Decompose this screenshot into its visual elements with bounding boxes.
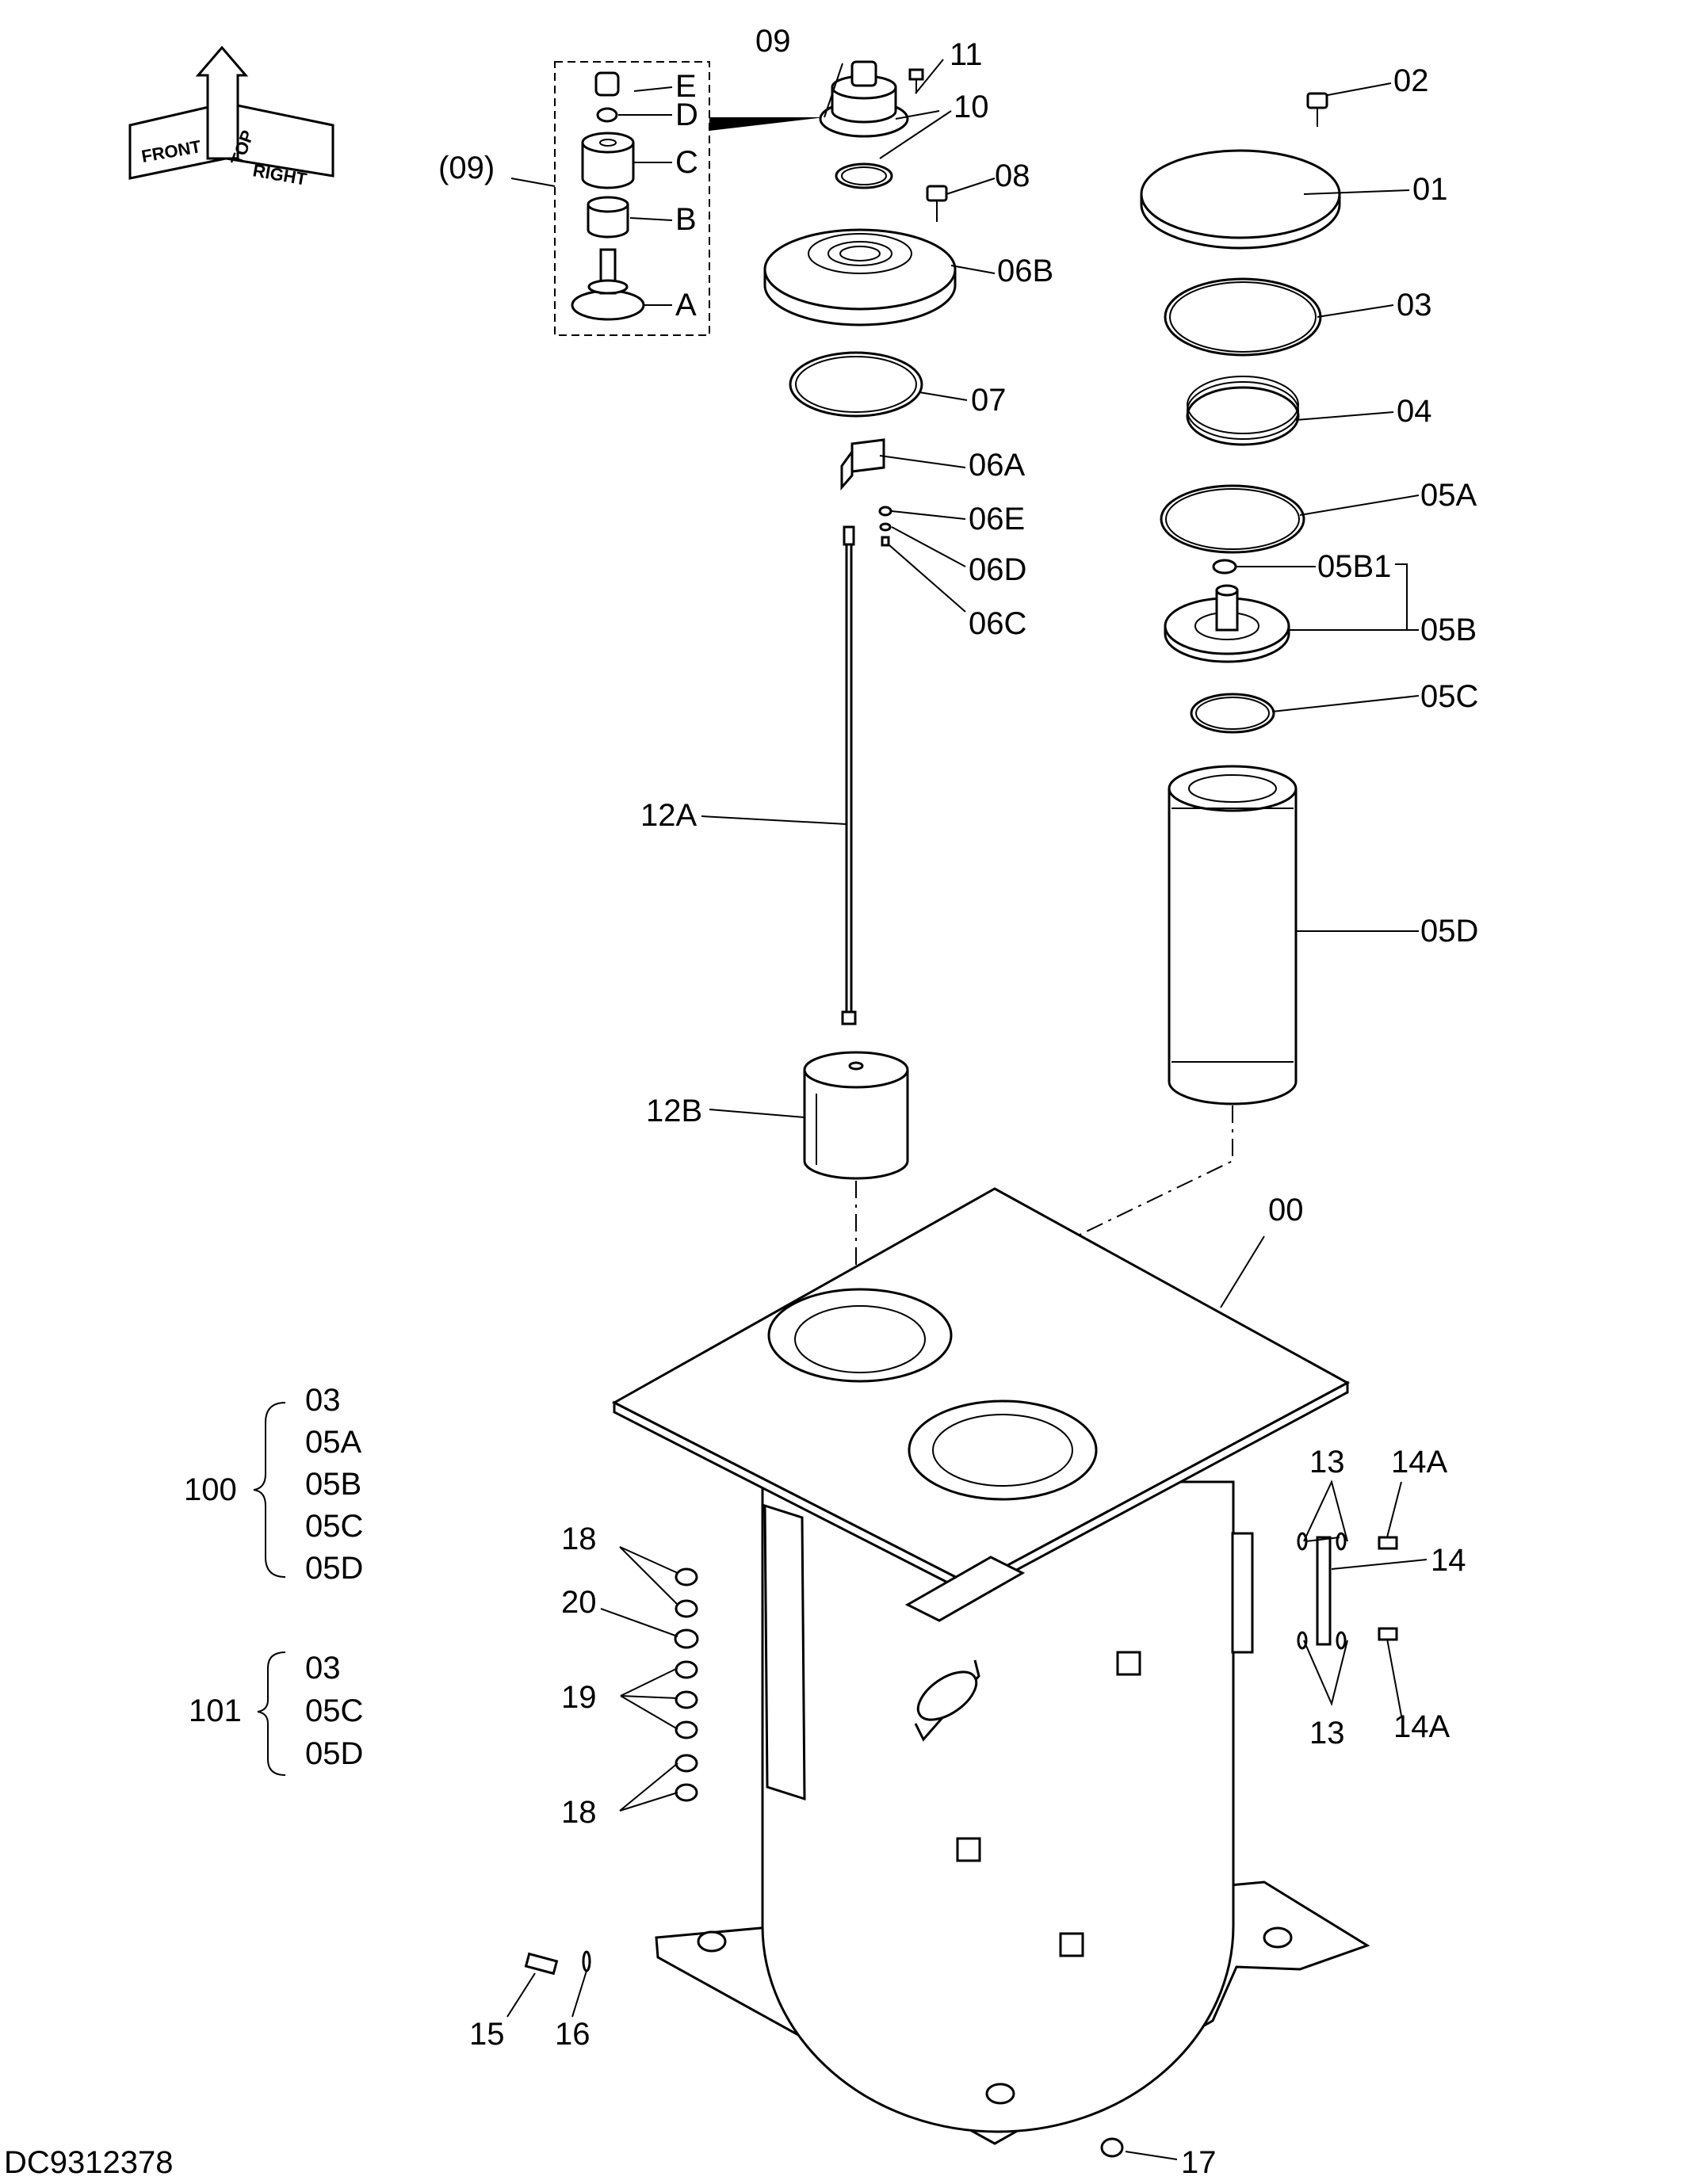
- kit-100-part-3: 05B: [305, 1467, 361, 1502]
- part-16-o-ring: [582, 1950, 591, 1972]
- part-d-nut: [596, 107, 618, 123]
- orientation-indicator: FRONT TOP RIGHT: [128, 45, 334, 189]
- callout-15: 15: [469, 2017, 505, 2052]
- part-05B1-o-ring: [1212, 559, 1237, 575]
- kit-101-part-1: 03: [305, 1651, 341, 1686]
- callout-06E: 06E: [969, 502, 1025, 536]
- part-05D-filter-element: [1168, 765, 1298, 1105]
- callout-05D: 05D: [1420, 914, 1478, 949]
- callout-10: 10: [954, 90, 989, 124]
- part-00-tank-body: [611, 1187, 1370, 2145]
- callout-00: 00: [1268, 1193, 1304, 1228]
- part-14A-bolt-upper: [1378, 1536, 1398, 1550]
- kit-100-id: 100: [184, 1472, 237, 1507]
- part-06A-bracket: [840, 438, 885, 491]
- callout-07: 07: [971, 383, 1007, 418]
- callout-12A: 12A: [640, 798, 697, 833]
- part-06D-washer: [879, 522, 892, 532]
- callout-08: 08: [995, 158, 1030, 193]
- callout-05B: 05B: [1420, 613, 1477, 647]
- callout-11: 11: [950, 37, 983, 72]
- kit-100-part-1: 03: [305, 1383, 341, 1418]
- callout-13-lower: 13: [1309, 1716, 1345, 1751]
- callout-01: 01: [1412, 172, 1448, 207]
- part-14A-bolt-lower: [1378, 1627, 1398, 1641]
- assembly-part-c-label: C: [675, 145, 698, 180]
- callout-18-lower: 18: [561, 1795, 597, 1830]
- part-c-bushing: [581, 143, 635, 189]
- part-01-tank-cover: [1140, 149, 1341, 250]
- assembly-part-b-label: B: [675, 202, 697, 237]
- part-05B-valve: [1164, 584, 1290, 663]
- drawing-id: DC9312378: [4, 2145, 174, 2180]
- kit-101-part-2: 05C: [305, 1693, 363, 1728]
- part-e-cap: [594, 71, 620, 97]
- callout-06C: 06C: [969, 606, 1026, 641]
- leader-lines: [506, 82, 1428, 2160]
- callout-02: 02: [1393, 63, 1429, 98]
- callout-14: 14: [1431, 1543, 1466, 1578]
- callout-05B1: 05B1: [1317, 549, 1391, 584]
- part-11-screw: [908, 68, 924, 94]
- callout-16: 16: [555, 2017, 591, 2052]
- callout-06A: 06A: [969, 448, 1025, 483]
- callout-19: 19: [561, 1680, 597, 1715]
- callout-13-upper: 13: [1309, 1445, 1345, 1480]
- part-10-o-ring: [835, 162, 893, 189]
- kit-100-legend: 100 03 05A 05B 05C 05D: [184, 1383, 363, 1586]
- part-12A-level-rod: [841, 525, 857, 1025]
- assembly-09-box: [554, 61, 710, 336]
- part-03-o-ring: [1164, 277, 1322, 357]
- part-18-plugs: [675, 1567, 698, 1802]
- part-06E-washer: [878, 506, 892, 517]
- part-19-fittings: [675, 1660, 698, 1739]
- callout-18-upper: 18: [561, 1522, 597, 1556]
- callout-06D: 06D: [969, 552, 1026, 587]
- callout-09: 09: [755, 24, 791, 59]
- kit-101-legend: 101 03 05C 05D: [189, 1651, 363, 1776]
- kit-100-part-4: 05C: [305, 1509, 363, 1544]
- callout-03: 03: [1397, 288, 1432, 323]
- kit-101-id: 101: [189, 1693, 242, 1728]
- kit-100-part-2: 05A: [305, 1425, 361, 1460]
- callout-06B: 06B: [997, 254, 1053, 288]
- assembly-09-label: (09): [438, 151, 495, 185]
- callout-20: 20: [561, 1585, 597, 1620]
- callout-17: 17: [1181, 2145, 1217, 2180]
- part-09-breather-cap: [819, 60, 909, 138]
- part-17-drain-plug: [1100, 2137, 1124, 2158]
- assembly-part-d-label: D: [675, 97, 698, 132]
- assembly-part-e-label: E: [675, 69, 697, 104]
- part-12B-float: [803, 1051, 909, 1180]
- callout-05C: 05C: [1420, 679, 1478, 714]
- callout-05A: 05A: [1420, 478, 1477, 513]
- part-07-o-ring: [789, 351, 923, 418]
- part-20-fitting: [674, 1628, 699, 1649]
- assembly-pointer: [709, 117, 824, 131]
- part-04-spring: [1186, 376, 1300, 446]
- part-15-sensor: [524, 1952, 559, 1976]
- part-06C-screw: [881, 536, 890, 547]
- callout-12B: 12B: [646, 1094, 702, 1128]
- kit-101-part-3: 05D: [305, 1736, 363, 1771]
- part-02-bolt: [1306, 92, 1328, 127]
- callout-04: 04: [1397, 394, 1432, 429]
- part-14-sight-gauge: [1316, 1536, 1332, 1646]
- assembly-part-a-label: A: [675, 288, 697, 323]
- part-05C-o-ring: [1190, 693, 1275, 734]
- callout-14A-upper: 14A: [1391, 1445, 1447, 1480]
- callout-labels: 09 11 10 08 06B 07 06A 06E 06D 06C 12A 1…: [469, 24, 1478, 2180]
- part-06B-cover-plate: [763, 228, 957, 326]
- part-a-base: [571, 289, 645, 321]
- kit-100-part-5: 05D: [305, 1551, 363, 1586]
- callout-14A-lower: 14A: [1393, 1709, 1450, 1744]
- part-05A-snap-ring: [1160, 484, 1305, 554]
- part-08-bolt: [926, 185, 948, 222]
- part-b-gear: [587, 204, 629, 239]
